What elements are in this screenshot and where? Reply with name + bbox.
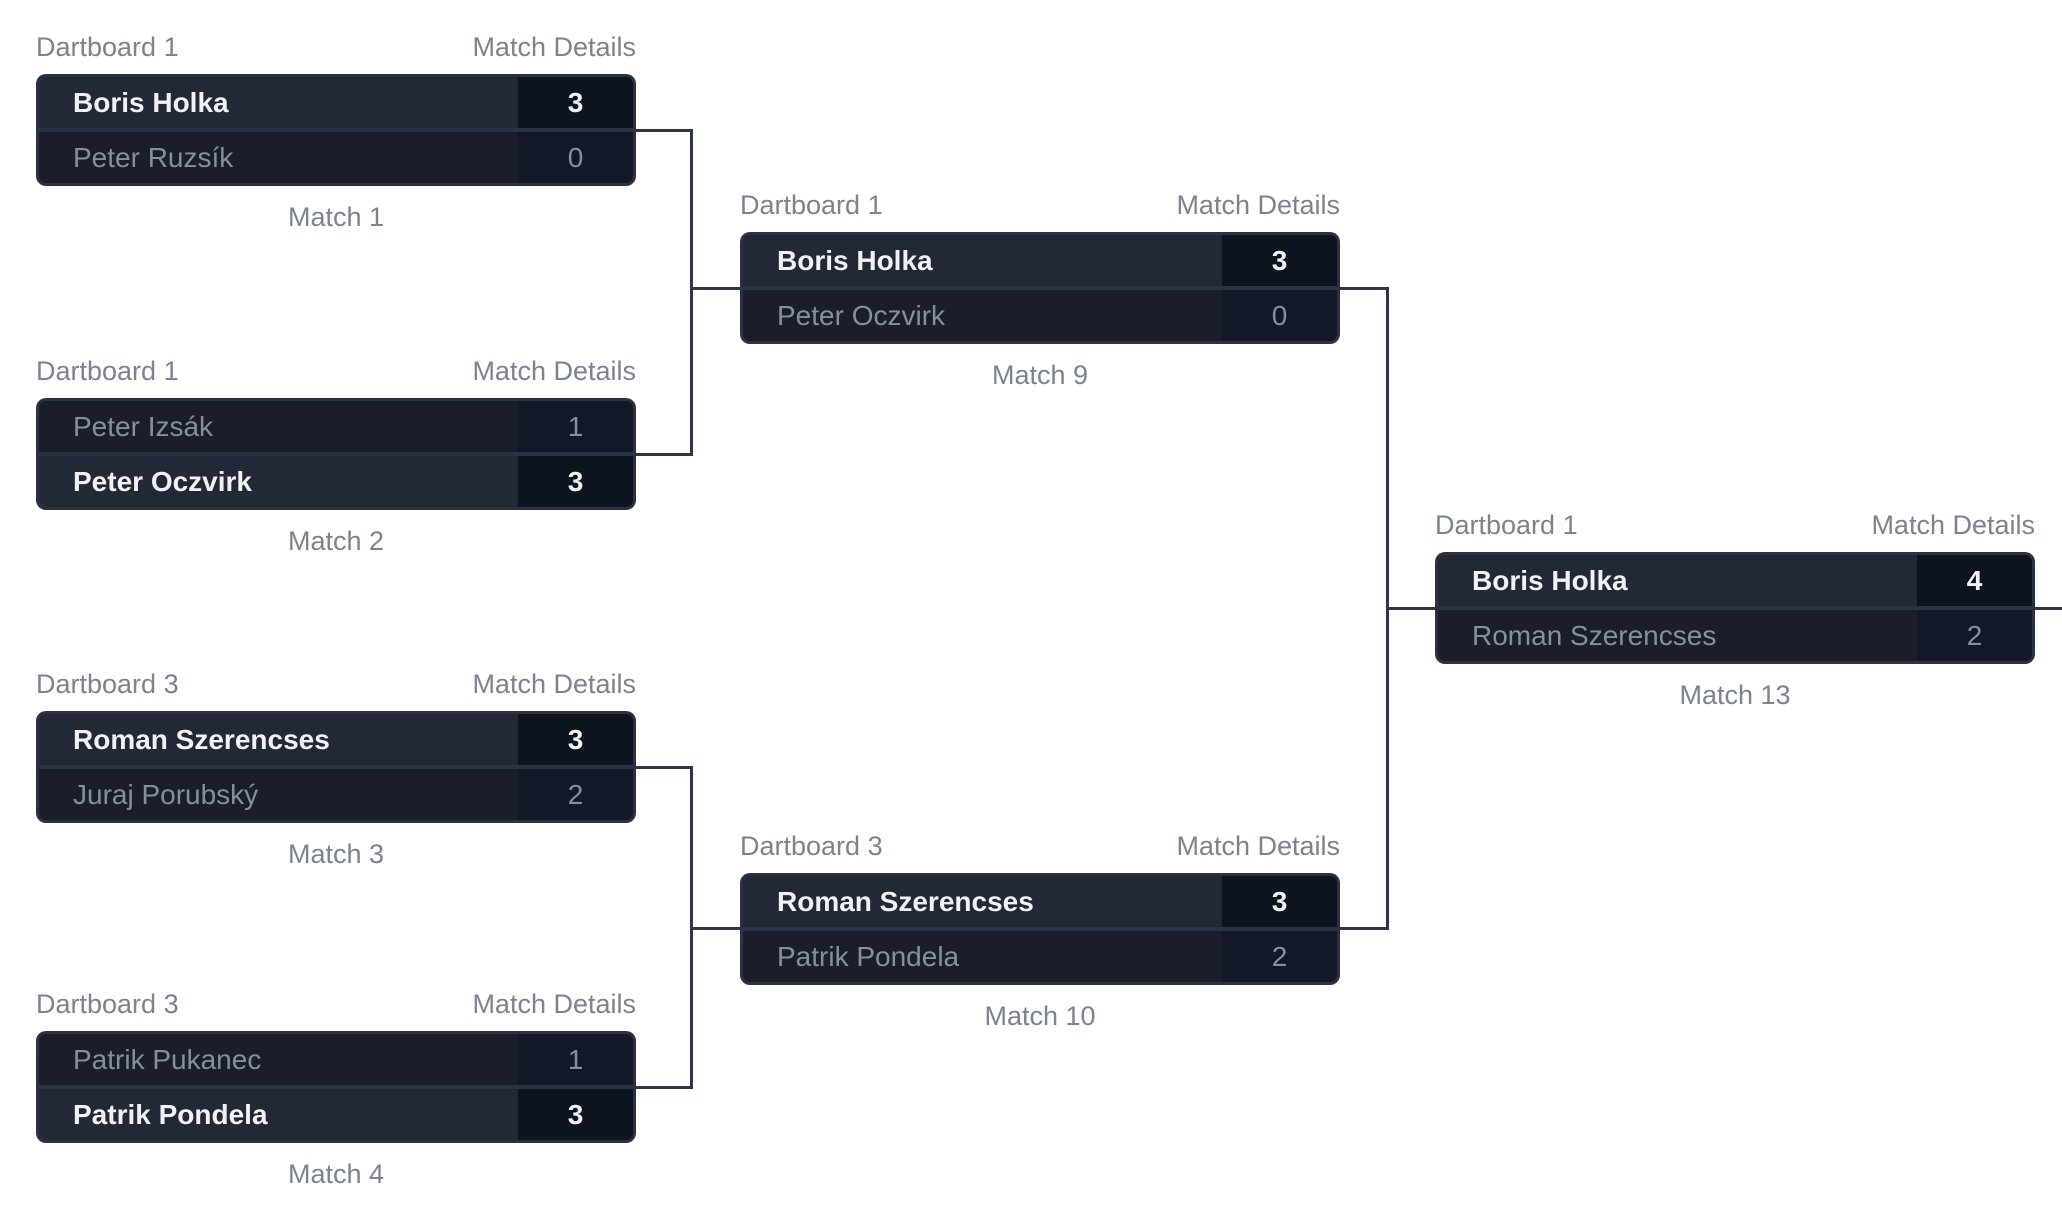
player-name: Patrik Pondela <box>777 940 960 972</box>
connector-line <box>636 129 690 132</box>
match-caption: Match 13 <box>1679 680 1791 710</box>
match-labels: Dartboard 3 Match Details <box>740 831 1340 861</box>
match-details-link[interactable]: Match Details <box>472 989 636 1019</box>
player-score: 4 <box>1917 555 2032 606</box>
match-labels: Dartboard 3 Match Details <box>36 989 636 1019</box>
player-row: Peter Ruzsík 0 <box>39 132 633 183</box>
player-row: Roman Szerencses 2 <box>1438 610 2032 661</box>
player-score: 0 <box>1222 290 1337 341</box>
player-name: Juraj Porubský <box>73 778 259 810</box>
match-9: Dartboard 1 Match Details Boris Holka 3 … <box>740 190 1340 391</box>
match-box[interactable]: Boris Holka 3 Peter Oczvirk 0 <box>740 232 1340 344</box>
match-caption: Match 3 <box>287 839 385 869</box>
connector-line <box>636 453 690 456</box>
match-box[interactable]: Boris Holka 3 Peter Ruzsík 0 <box>36 74 636 186</box>
player-name: Boris Holka <box>1472 564 1628 596</box>
player-name: Boris Holka <box>73 86 229 118</box>
match-labels: Dartboard 1 Match Details <box>740 190 1340 220</box>
match-labels: Dartboard 3 Match Details <box>36 669 636 699</box>
match-caption: Match 9 <box>991 360 1089 390</box>
player-name: Peter Oczvirk <box>73 465 252 497</box>
connector-line <box>2035 607 2062 610</box>
match-box[interactable]: Boris Holka 4 Roman Szerencses 2 <box>1435 552 2035 664</box>
connector-line <box>1340 287 1388 290</box>
match-box[interactable]: Patrik Pukanec 1 Patrik Pondela 3 <box>36 1031 636 1143</box>
player-score: 3 <box>518 1089 633 1140</box>
match-1: Dartboard 1 Match Details Boris Holka 3 … <box>36 32 636 233</box>
player-row: Boris Holka 4 <box>1438 555 2032 606</box>
player-name: Roman Szerencses <box>777 885 1034 917</box>
match-details-link[interactable]: Match Details <box>472 356 636 386</box>
match-labels: Dartboard 1 Match Details <box>1435 510 2035 540</box>
match-box[interactable]: Roman Szerencses 3 Patrik Pondela 2 <box>740 873 1340 985</box>
dartboard-label: Dartboard 3 <box>740 831 883 861</box>
player-score: 3 <box>1222 876 1337 927</box>
dartboard-label: Dartboard 3 <box>36 669 179 699</box>
player-score: 1 <box>518 401 633 452</box>
match-details-link[interactable]: Match Details <box>472 669 636 699</box>
match-caption: Match 4 <box>287 1159 385 1189</box>
match-labels: Dartboard 1 Match Details <box>36 32 636 62</box>
player-row: Juraj Porubský 2 <box>39 769 633 820</box>
player-name: Roman Szerencses <box>73 723 330 755</box>
connector-line <box>690 927 740 930</box>
player-name: Roman Szerencses <box>1472 619 1717 651</box>
dartboard-label: Dartboard 1 <box>36 356 179 386</box>
player-score: 3 <box>518 456 633 507</box>
player-score: 2 <box>1222 931 1337 982</box>
match-box[interactable]: Peter Izsák 1 Peter Oczvirk 3 <box>36 398 636 510</box>
match-3: Dartboard 3 Match Details Roman Szerencs… <box>36 669 636 870</box>
player-score: 2 <box>1917 610 2032 661</box>
player-row: Boris Holka 3 <box>39 77 633 128</box>
connector-line <box>636 1086 690 1089</box>
match-caption: Match 2 <box>287 526 385 556</box>
connector-line <box>690 129 693 456</box>
match-13: Dartboard 1 Match Details Boris Holka 4 … <box>1435 510 2035 711</box>
player-row: Patrik Pukanec 1 <box>39 1034 633 1085</box>
player-name: Peter Oczvirk <box>777 299 946 331</box>
player-name: Patrik Pukanec <box>73 1043 262 1075</box>
connector-line <box>1340 927 1388 930</box>
player-row: Roman Szerencses 3 <box>743 876 1337 927</box>
player-score: 1 <box>518 1034 633 1085</box>
player-name: Boris Holka <box>777 244 933 276</box>
player-score: 3 <box>1222 235 1337 286</box>
dartboard-label: Dartboard 1 <box>1435 510 1578 540</box>
player-score: 3 <box>518 714 633 765</box>
player-row: Roman Szerencses 3 <box>39 714 633 765</box>
connector-line <box>690 287 740 290</box>
match-2: Dartboard 1 Match Details Peter Izsák 1 … <box>36 356 636 557</box>
match-details-link[interactable]: Match Details <box>1176 190 1340 220</box>
match-details-link[interactable]: Match Details <box>1176 831 1340 861</box>
player-name: Peter Ruzsík <box>73 141 234 173</box>
player-row: Peter Oczvirk 0 <box>743 290 1337 341</box>
match-details-link[interactable]: Match Details <box>472 32 636 62</box>
connector-line <box>1386 607 1435 610</box>
match-10: Dartboard 3 Match Details Roman Szerencs… <box>740 831 1340 1032</box>
match-4: Dartboard 3 Match Details Patrik Pukanec… <box>36 989 636 1190</box>
match-box[interactable]: Roman Szerencses 3 Juraj Porubský 2 <box>36 711 636 823</box>
connector-line <box>636 766 690 769</box>
match-labels: Dartboard 1 Match Details <box>36 356 636 386</box>
player-row: Boris Holka 3 <box>743 235 1337 286</box>
match-caption: Match 1 <box>287 202 385 232</box>
player-row: Patrik Pondela 2 <box>743 931 1337 982</box>
player-row: Peter Oczvirk 3 <box>39 456 633 507</box>
match-caption: Match 10 <box>984 1001 1096 1031</box>
dartboard-label: Dartboard 1 <box>740 190 883 220</box>
player-name: Peter Izsák <box>73 410 214 442</box>
dartboard-label: Dartboard 1 <box>36 32 179 62</box>
player-score: 3 <box>518 77 633 128</box>
player-row: Peter Izsák 1 <box>39 401 633 452</box>
match-details-link[interactable]: Match Details <box>1871 510 2035 540</box>
dartboard-label: Dartboard 3 <box>36 989 179 1019</box>
player-score: 2 <box>518 769 633 820</box>
player-score: 0 <box>518 132 633 183</box>
player-name: Patrik Pondela <box>73 1098 268 1130</box>
player-row: Patrik Pondela 3 <box>39 1089 633 1140</box>
